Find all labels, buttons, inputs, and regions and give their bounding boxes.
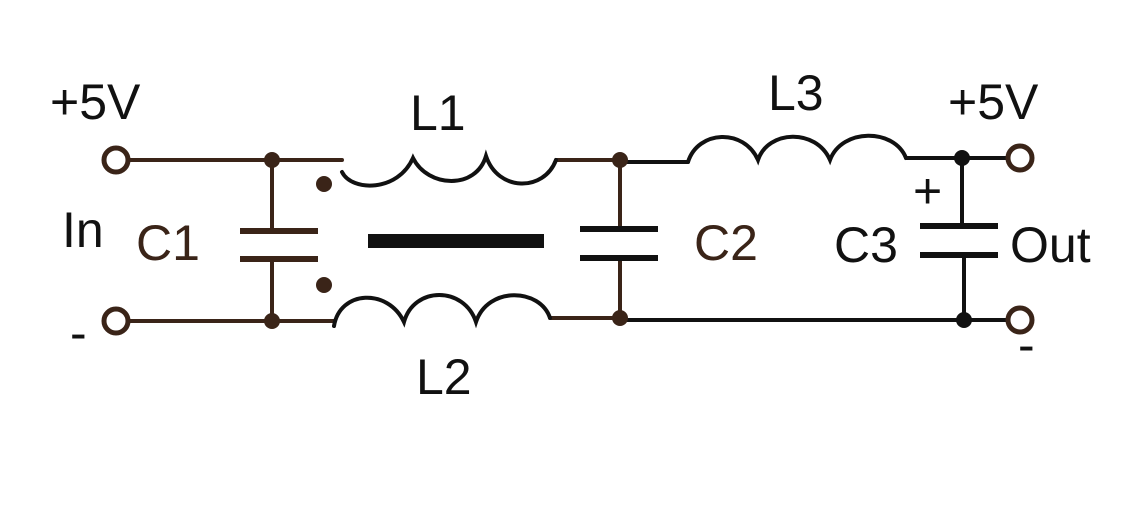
terminal-out-minus — [1005, 305, 1035, 335]
label-c1: C1 — [136, 215, 200, 271]
wires — [128, 156, 1008, 323]
junction-c3-top — [954, 150, 970, 166]
label-out-plus: +5V — [948, 74, 1039, 130]
label-out-minus: - — [1018, 317, 1035, 373]
label-c2: C2 — [694, 215, 758, 271]
capacitor-c3-symbol — [920, 223, 998, 258]
terminal-in-plus — [101, 145, 131, 175]
inductor-l1-coil — [340, 149, 558, 188]
junction-c2-top — [612, 152, 628, 168]
label-l1: L1 — [410, 85, 466, 141]
choke-core-bar — [368, 234, 544, 248]
terminal-in-minus — [101, 306, 131, 336]
label-l3: L3 — [768, 65, 824, 121]
label-in-minus: - — [70, 305, 87, 361]
capacitor-c2-symbol — [580, 226, 658, 261]
label-out: Out — [1010, 217, 1091, 273]
junction-c3-bottom — [956, 312, 972, 328]
l1-polarity-dot — [316, 176, 332, 192]
label-in-plus: +5V — [50, 74, 141, 130]
label-c3: C3 — [834, 217, 898, 273]
label-in: In — [62, 202, 104, 258]
inductor-l3-coil — [686, 133, 908, 166]
inductor-l2-coil — [332, 293, 552, 329]
label-c3-polarity: + — [913, 163, 942, 219]
junction-c1-top — [264, 152, 280, 168]
junction-c1-bottom — [264, 313, 280, 329]
capacitor-c1-symbol — [240, 228, 318, 262]
junction-c2-bottom — [612, 310, 628, 326]
l2-polarity-dot — [316, 277, 332, 293]
label-l2: L2 — [416, 349, 472, 405]
terminal-out-plus — [1005, 143, 1035, 173]
